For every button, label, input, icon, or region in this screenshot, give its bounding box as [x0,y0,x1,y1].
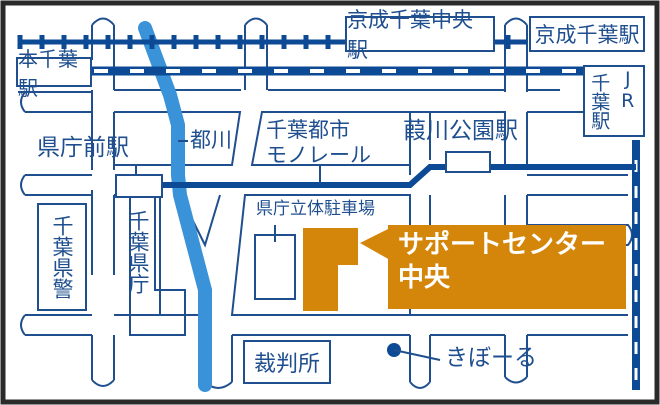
station-yoshikawa-koen: 葭川公園駅 [403,118,518,144]
monorail-line [160,164,636,188]
prefectural-police: 千葉県警 [37,203,87,311]
court: 裁判所 [243,340,331,384]
station-jr-chiba: 千葉駅 JR [583,65,645,137]
monorail-label-line2: モノレール [266,143,371,167]
station-jr-chiba-label: 千葉駅 [588,72,611,130]
monorail-label-line1: 千葉都市 [266,118,350,142]
kencho-mae-station-box [115,174,163,198]
leader-line [178,140,188,142]
support-center-callout: サポートセンター 中央 [388,225,626,309]
parking-building [254,234,296,300]
station-hon-chiba: 本千葉駅 [16,47,92,100]
kibo-ru-label: きぼーる [445,345,537,371]
station-keisei-chiba-label: 京成千葉駅 [534,23,640,47]
parking-label: 県庁立体駐車場 [256,199,375,219]
station-keisei-chiba-chuo-label: 京成千葉中央駅 [347,8,473,62]
support-center-line2: 中央 [398,263,451,293]
yoshikawa-koen-station-box [445,151,491,173]
station-keisei-chiba: 京成千葉駅 [529,16,645,52]
roads [18,17,633,389]
support-center-building [303,228,358,311]
monorail-label: 千葉都市 モノレール [266,118,371,168]
prefectural-police-label: 千葉県警 [50,215,74,299]
support-center-line1: サポートセンター [398,230,607,260]
station-kencho-mae: 県庁前駅 [37,135,129,161]
court-label: 裁判所 [253,352,320,377]
miyako-river-text: 都川 [190,128,232,152]
miyako-river [138,21,212,392]
miyako-river-label: 都川 [178,130,232,151]
station-jr-chiba-jr: JR [616,68,639,112]
station-hon-chiba-label: 本千葉駅 [18,47,78,100]
keisei-rail [17,35,527,49]
station-keisei-chiba-chuo: 京成千葉中央駅 [345,8,495,62]
prefectural-office-label: 千葉県庁 [126,210,150,294]
